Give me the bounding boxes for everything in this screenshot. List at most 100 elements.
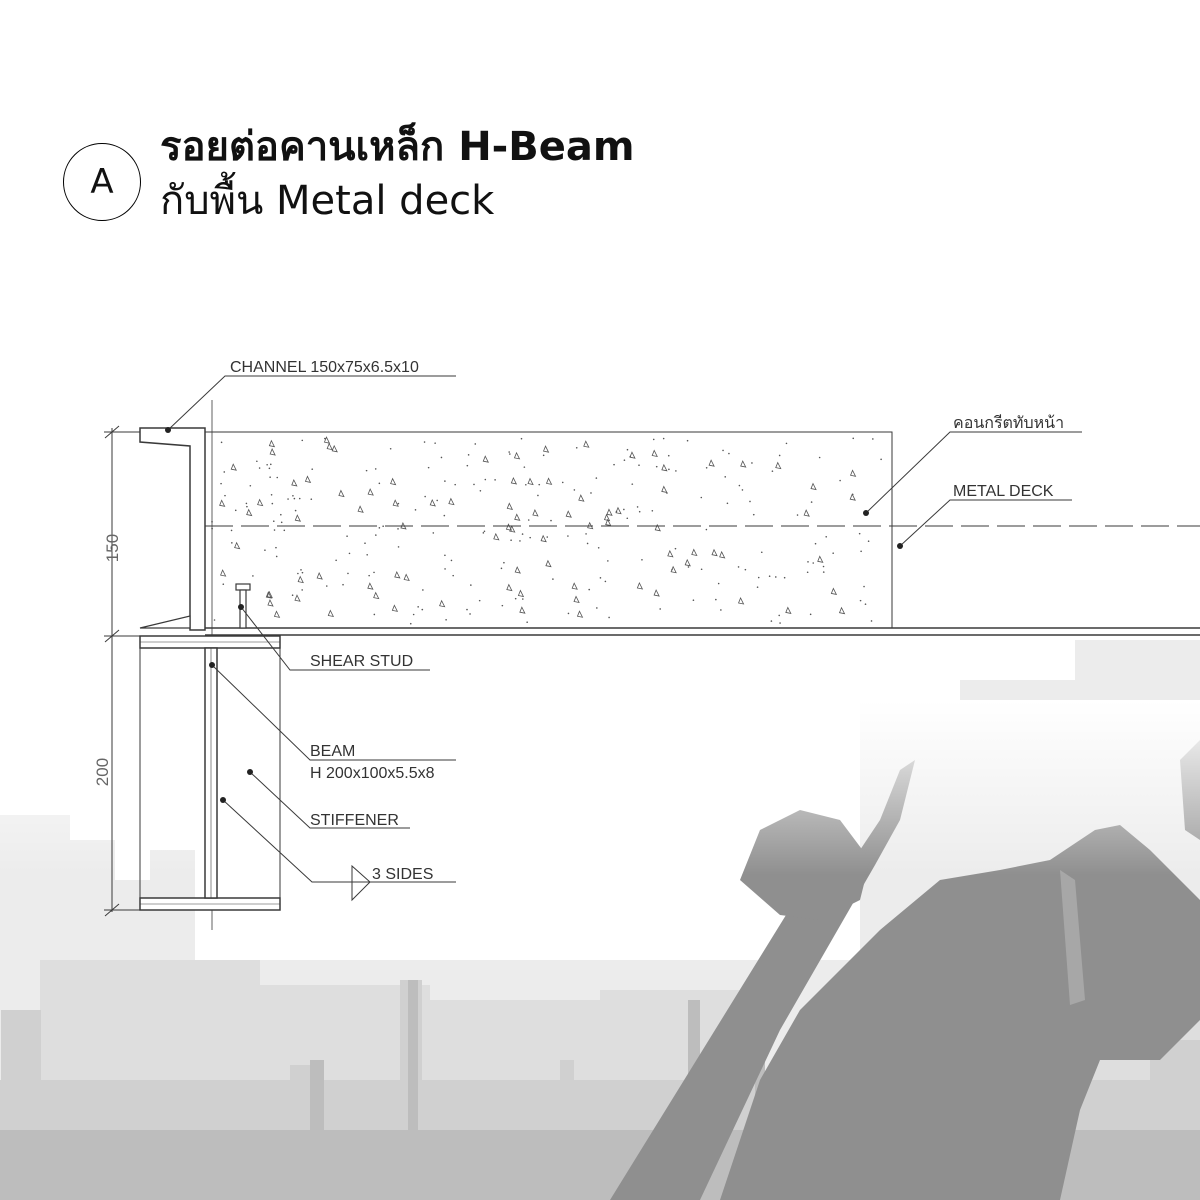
aggregate-dot xyxy=(245,502,248,505)
channel-section xyxy=(139,400,213,930)
aggregate-dot xyxy=(246,505,248,508)
aggregate-dot xyxy=(525,483,527,486)
aggregate-mark xyxy=(583,440,590,448)
aggregate-dot xyxy=(651,510,654,512)
aggregate-mark xyxy=(817,555,824,563)
aggregate-dot xyxy=(768,575,771,578)
aggregate-mark xyxy=(266,590,273,599)
aggregate-dot xyxy=(575,446,578,449)
aggregate-mark xyxy=(514,513,521,521)
aggregate-dot xyxy=(638,510,641,513)
aggregate-mark xyxy=(338,489,345,498)
slab-depth-dimension: 150 xyxy=(103,534,122,562)
aggregate-mark xyxy=(230,463,237,471)
aggregate-dot xyxy=(301,571,304,574)
aggregate-dot xyxy=(280,513,282,516)
aggregate-dot xyxy=(368,574,370,577)
aggregate-dot xyxy=(852,437,855,440)
aggregate-dot xyxy=(335,559,337,562)
aggregate-dot xyxy=(269,463,272,466)
aggregate-dot xyxy=(738,484,741,487)
page-subtitle: กับพื้น Metal deck xyxy=(160,178,495,224)
aggregate-mark xyxy=(439,599,446,608)
aggregate-dot xyxy=(366,554,368,556)
beam-size-label: H 200x100x5.5x8 xyxy=(310,765,435,782)
aggregate-dot xyxy=(510,539,512,542)
aggregate-dot xyxy=(222,583,225,586)
aggregate-dot xyxy=(443,514,446,517)
aggregate-dot xyxy=(659,608,661,610)
aggregate-dot xyxy=(741,489,744,491)
aggregate-mark xyxy=(390,477,397,486)
aggregate-dot xyxy=(484,478,487,481)
aggregate-dot xyxy=(450,559,453,562)
aggregate-dot xyxy=(275,546,277,549)
aggregate-dot xyxy=(432,532,435,534)
aggregate-dot xyxy=(365,469,368,472)
aggregate-mark xyxy=(606,508,613,516)
aggregate-mark xyxy=(636,582,644,590)
aggregate-dot xyxy=(778,454,781,457)
aggregate-dot xyxy=(668,468,670,471)
aggregate-dot xyxy=(382,525,384,527)
aggregate-mark xyxy=(667,549,674,558)
aggregate-mark xyxy=(542,445,550,453)
aggregate-mark xyxy=(220,569,227,577)
aggregate-dot xyxy=(527,519,530,521)
aggregate-dot xyxy=(422,589,424,591)
aggregate-dot xyxy=(252,575,254,577)
aggregate-dot xyxy=(757,576,760,579)
aggregate-dot xyxy=(520,437,523,440)
aggregate-dot xyxy=(825,536,828,538)
aggregate-mark xyxy=(684,558,691,567)
aggregate-mark xyxy=(505,523,513,531)
aggregate-mark xyxy=(653,589,660,597)
aggregate-mark xyxy=(803,509,810,517)
aggregate-mark xyxy=(219,499,226,507)
aggregate-mark xyxy=(719,550,726,559)
aggregate-mark xyxy=(316,572,323,580)
aggregate-dot xyxy=(860,550,862,553)
aggregate-dot xyxy=(538,483,541,486)
aggregate-dot xyxy=(715,598,717,601)
aggregate-dot xyxy=(224,494,226,497)
beam-label: BEAM xyxy=(310,743,355,760)
aggregate-dot xyxy=(599,577,602,579)
aggregate-dot xyxy=(292,494,294,497)
aggregate-mark xyxy=(517,589,525,598)
aggregate-dot xyxy=(720,609,722,611)
aggregate-dot xyxy=(851,493,854,496)
aggregate-dot xyxy=(508,451,510,453)
aggregate-dot xyxy=(223,471,226,473)
aggregate-dot xyxy=(546,536,549,538)
aggregate-dot xyxy=(641,559,643,561)
aggregate-dot xyxy=(863,585,865,588)
aggregate-dot xyxy=(297,572,299,575)
aggregate-mark xyxy=(294,514,302,522)
aggregate-dot xyxy=(629,455,632,458)
aggregate-mark xyxy=(651,449,658,458)
aggregate-dot xyxy=(249,484,252,487)
leader-lines xyxy=(167,375,1082,902)
aggregate-dot xyxy=(310,498,313,501)
aggregate-dot xyxy=(454,483,456,486)
aggregate-dot xyxy=(832,552,834,554)
aggregate-dot xyxy=(521,533,524,535)
aggregate-mark xyxy=(573,595,580,604)
aggregate-dot xyxy=(809,613,812,616)
aggregate-dot xyxy=(595,477,598,479)
aggregate-dot xyxy=(675,470,677,472)
aggregate-dot xyxy=(347,572,349,575)
aggregate-mark xyxy=(775,461,782,470)
aggregate-dot xyxy=(783,576,786,579)
aggregate-dot xyxy=(778,614,781,617)
aggregate-dot xyxy=(744,568,747,571)
aggregate-dot xyxy=(301,589,303,591)
aggregate-dot xyxy=(839,479,841,482)
aggregate-dot xyxy=(615,510,618,513)
aggregate-mark xyxy=(482,455,489,463)
aggregate-dot xyxy=(822,571,825,573)
aggregate-mark xyxy=(532,509,539,517)
